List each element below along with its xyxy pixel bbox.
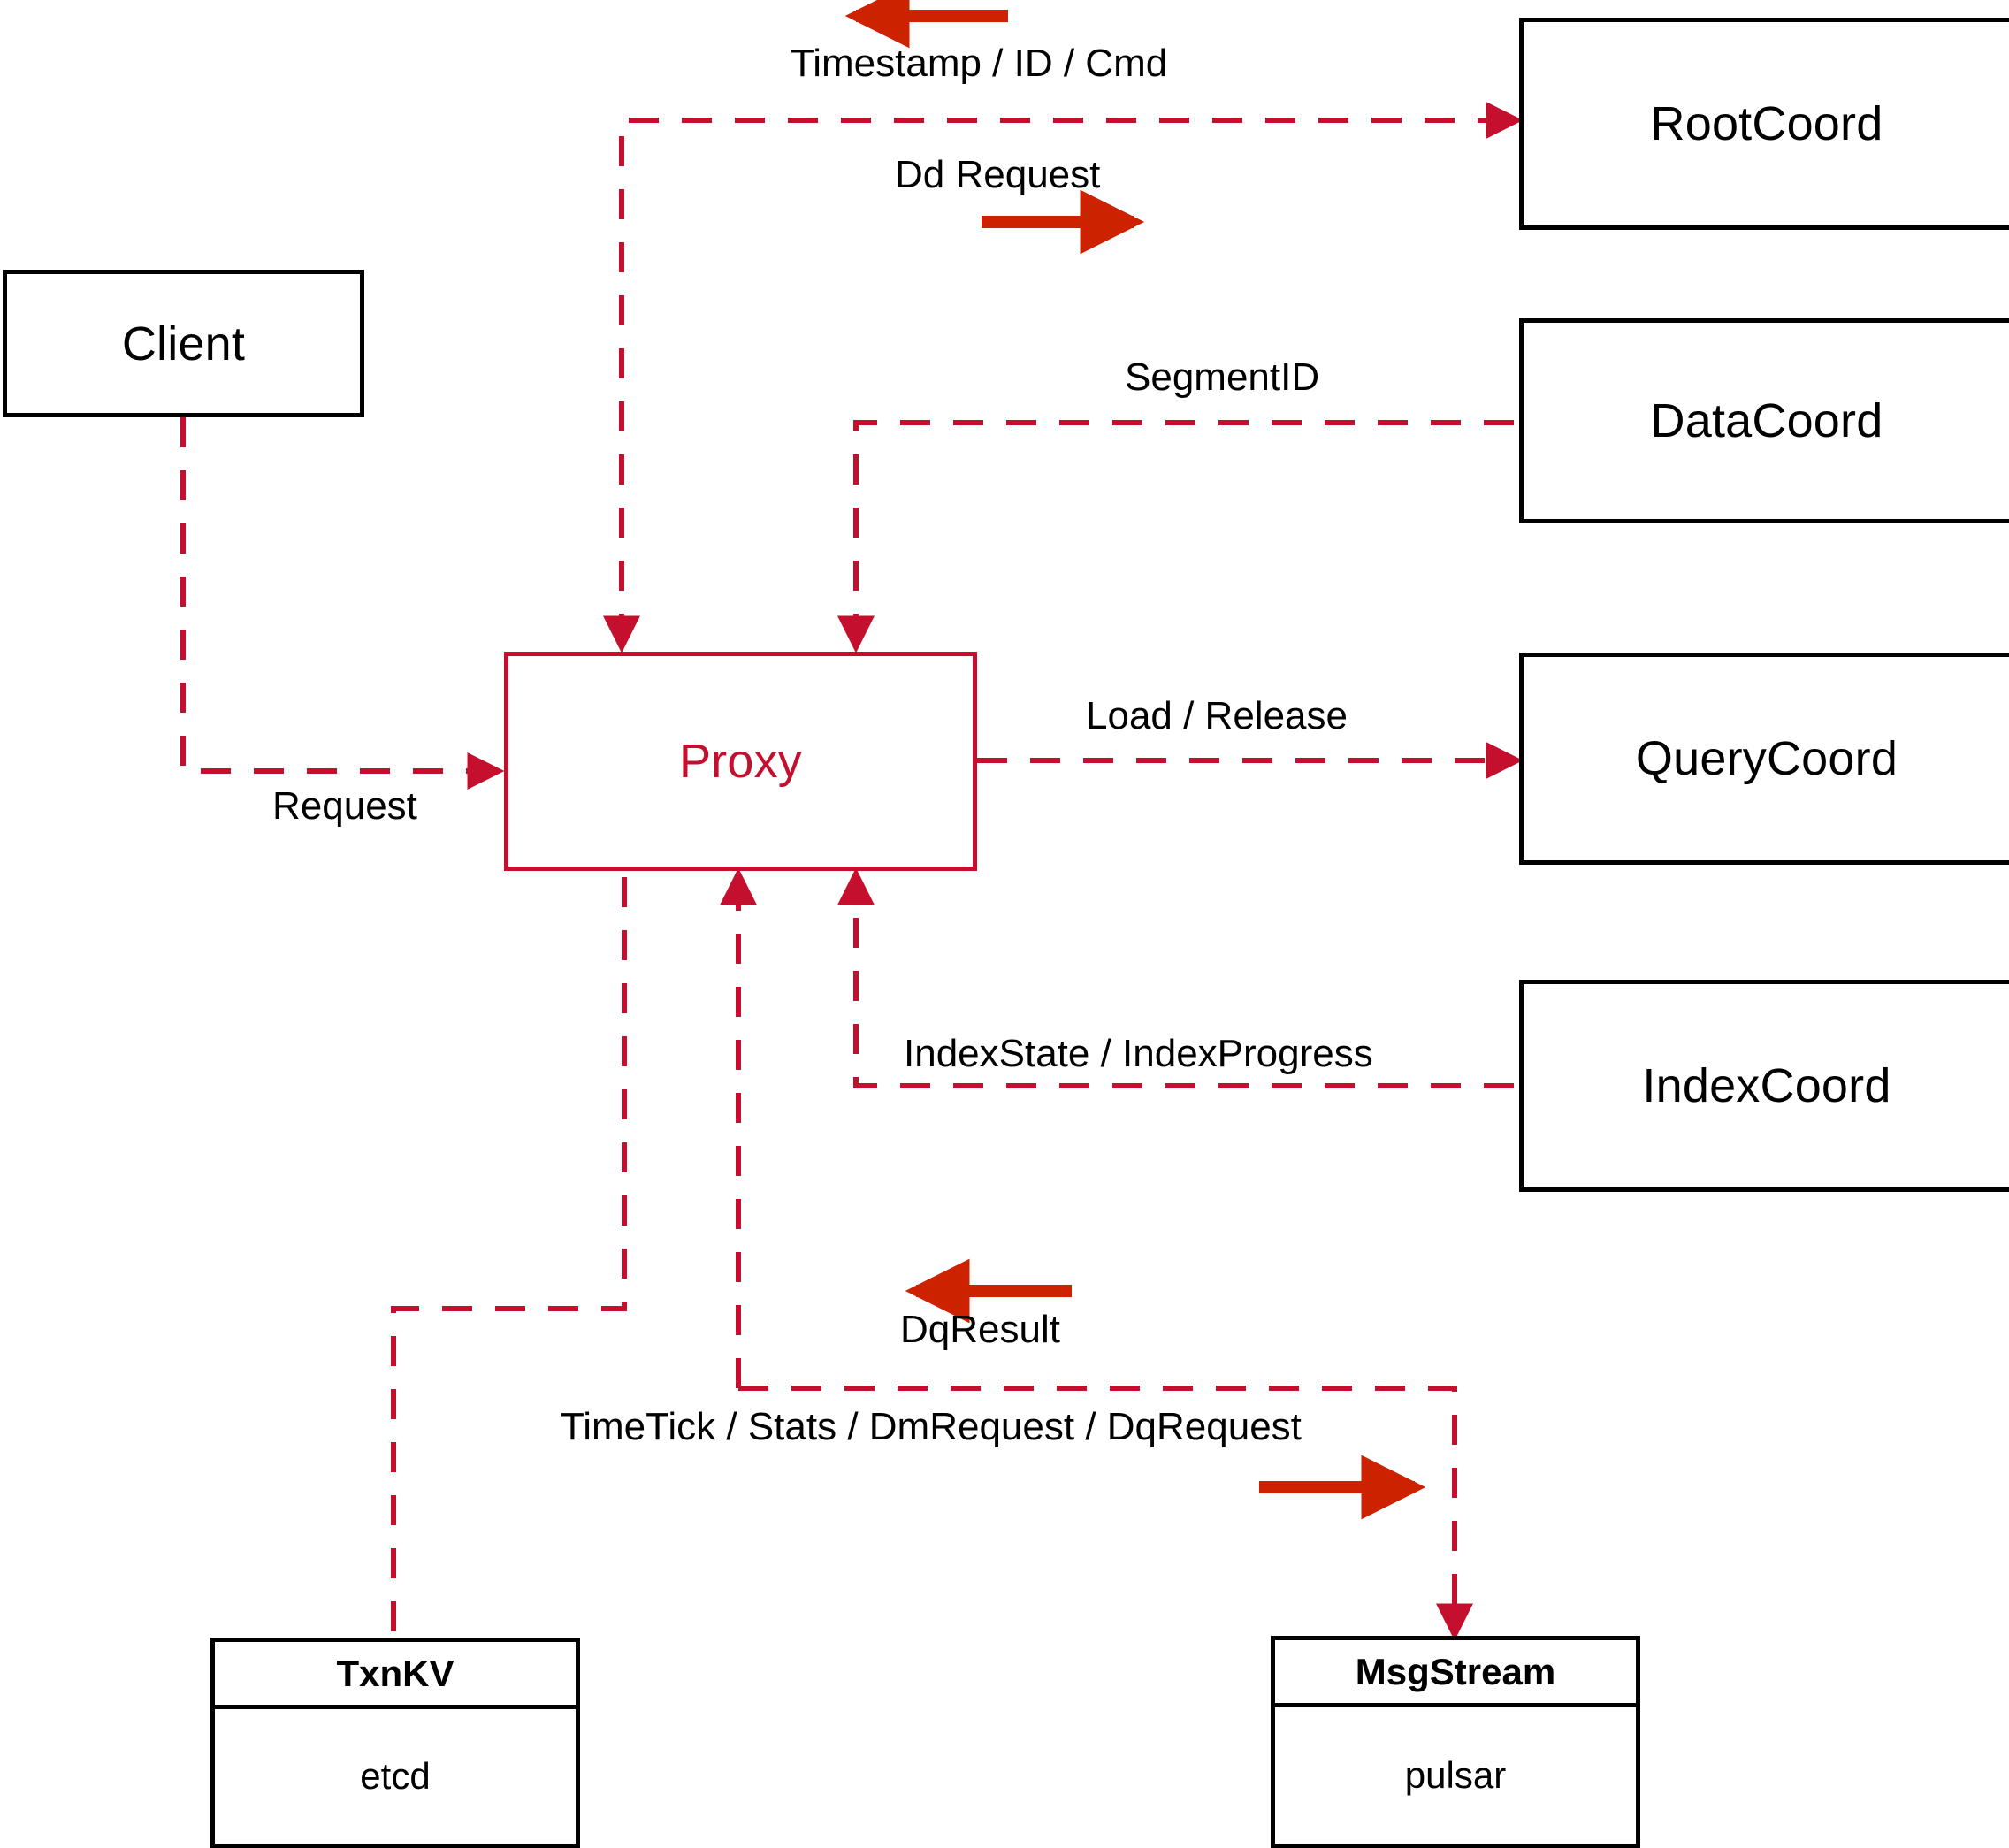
node-rootcoord[interactable]: RootCoord (1519, 18, 2009, 230)
node-proxy[interactable]: Proxy (504, 652, 977, 871)
edge-indexcoord-proxy (837, 867, 1514, 1088)
edge-label-dd-request: Dd Request (895, 153, 1101, 196)
node-datacoord[interactable]: DataCoord (1519, 318, 2009, 523)
node-txnkv-title: TxnKV (336, 1652, 455, 1694)
node-txnkv[interactable]: TxnKV etcd (210, 1638, 580, 1848)
edge-client-proxy (180, 417, 505, 790)
node-msgstream[interactable]: MsgStream pulsar (1271, 1636, 1640, 1848)
node-client-label: Client (121, 317, 246, 370)
node-msgstream-header: MsgStream (1275, 1640, 1636, 1707)
edge-proxy-txnkv (391, 877, 627, 1638)
node-client[interactable]: Client (3, 270, 364, 417)
node-msgstream-impl: pulsar (1404, 1754, 1507, 1796)
node-querycoord-label: QueryCoord (1635, 732, 1898, 785)
node-txnkv-header: TxnKV (215, 1642, 576, 1709)
node-txnkv-impl: etcd (360, 1755, 431, 1797)
edge-label-index-state-progress: IndexState / IndexProgress (904, 1032, 1373, 1075)
node-proxy-label: Proxy (678, 735, 803, 788)
edge-proxy-msgstream (738, 1386, 1473, 1641)
node-rootcoord-label: RootCoord (1650, 97, 1883, 150)
edge-proxy-rootcoord (603, 102, 1524, 653)
node-msgstream-body: pulsar (1275, 1707, 1636, 1844)
edge-label-load-release: Load / Release (1086, 694, 1348, 737)
edge-label-segment-id: SegmentID (1125, 355, 1320, 399)
node-datacoord-label: DataCoord (1650, 394, 1883, 447)
edge-datacoord-proxy (837, 420, 1514, 653)
edge-label-request: Request (272, 784, 417, 828)
edge-label-timetick-stats: TimeTick / Stats / DmRequest / DqRequest (561, 1405, 1302, 1448)
node-txnkv-body: etcd (215, 1709, 576, 1844)
edge-label-dq-result: DqResult (900, 1308, 1060, 1351)
edge-label-timestamp-id-cmd: Timestamp / ID / Cmd (791, 42, 1168, 85)
node-msgstream-title: MsgStream (1355, 1650, 1556, 1692)
node-indexcoord[interactable]: IndexCoord (1519, 980, 2009, 1192)
node-querycoord[interactable]: QueryCoord (1519, 653, 2009, 865)
node-indexcoord-label: IndexCoord (1642, 1059, 1891, 1112)
